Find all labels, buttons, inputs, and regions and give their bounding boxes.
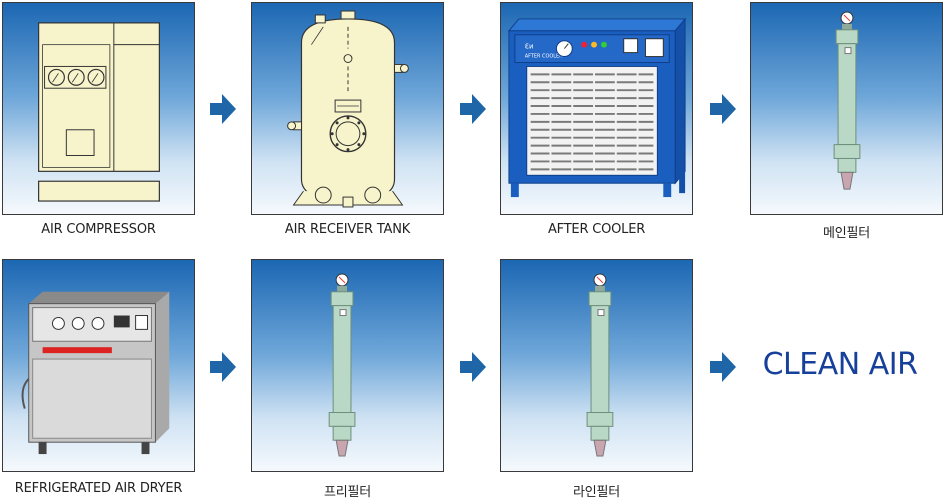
pre-filter-icon (328, 273, 356, 457)
refrigerated-air-dryer-icon (21, 291, 170, 455)
arrow-right-icon (710, 352, 736, 382)
air-compressor-icon (38, 22, 160, 202)
caption-air-compressor: AIR COMPRESSOR (41, 222, 156, 237)
arrow-right-icon (460, 352, 486, 382)
panel-refrigerated-air-dryer (2, 259, 195, 472)
air-receiver-tank-icon (287, 10, 409, 208)
caption-air-receiver-tank: AIR RECEIVER TANK (284, 222, 411, 237)
arrow-right-icon (710, 94, 736, 124)
line-filter-icon (586, 273, 614, 457)
clean-air-result: CLEAN AIR (762, 347, 918, 382)
caption-refrigerated-air-dryer: REFRIGERATED AIR DRYER (14, 481, 183, 496)
svg-text:Ɛᴎ: Ɛᴎ (525, 43, 534, 51)
caption-main-filter: 메인필터 (822, 226, 871, 241)
panel-pre-filter (251, 259, 444, 472)
panel-air-compressor (2, 2, 195, 215)
after-cooler-icon: Ɛᴎ AFTER COOLER (507, 17, 687, 198)
arrow-right-icon (210, 94, 236, 124)
panel-main-filter (750, 2, 943, 215)
panel-air-receiver-tank (251, 2, 444, 215)
caption-line-filter: 라인필터 (572, 485, 621, 500)
panel-line-filter (500, 259, 693, 472)
arrow-right-icon (210, 352, 236, 382)
arrow-right-icon (460, 94, 486, 124)
caption-pre-filter: 프리필터 (323, 485, 372, 500)
caption-after-cooler: AFTER COOLER (547, 222, 646, 237)
panel-after-cooler: Ɛᴎ AFTER COOLER (500, 2, 693, 215)
svg-text:AFTER COOLER: AFTER COOLER (525, 54, 563, 60)
main-filter-icon (833, 11, 861, 190)
